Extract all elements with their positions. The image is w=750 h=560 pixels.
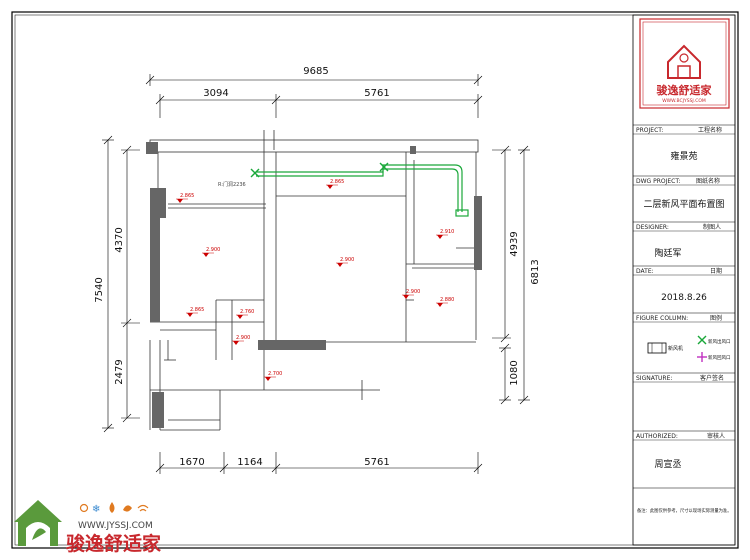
footer-brand: 骏逸舒适家: [66, 532, 162, 555]
logo-text: 骏逸舒适家: [657, 83, 713, 97]
figure-label-cn: 图例: [710, 314, 722, 322]
dim-bottom-3: 5761: [364, 457, 389, 468]
sheet-border: [11, 11, 739, 549]
climate-icons: ❄: [79, 502, 149, 515]
title-block: 骏逸舒适家 WWW.BCJYSSJ.COM PROJECT: 工程名称 雍景苑 …: [632, 14, 736, 546]
sun-icon: [79, 503, 89, 513]
svg-text:2.900: 2.900: [406, 289, 420, 295]
authorized-label: AUTHORIZED:: [636, 433, 678, 440]
level-marker: 2.865: [176, 193, 194, 203]
dwg-label: DWG PROJECT:: [636, 178, 680, 185]
legend-unit-label: 新风机: [668, 345, 683, 352]
snowflake-icon: ❄: [92, 504, 100, 515]
door-note: R:门洞2236: [218, 181, 246, 188]
supply-outlet-icon: [697, 335, 707, 345]
level-marker: 2.900: [402, 289, 420, 299]
legend: 新风机 新风出风口 新风回风口: [647, 335, 731, 362]
level-markers: 2.865 2.865 2.900 2.900 2.910 2.865 2.76…: [176, 179, 454, 381]
dim-top-right: 5761: [364, 88, 389, 99]
svg-text:2.910: 2.910: [440, 229, 454, 235]
date-value: 2018.8.26: [661, 293, 707, 303]
figure-label: FIGURE COLUMN:: [636, 315, 688, 322]
svg-text:2.865: 2.865: [330, 179, 344, 185]
signature-label: SIGNATURE:: [636, 375, 672, 382]
legend-supply-label: 新风出风口: [708, 338, 731, 345]
wifi-icon: [137, 504, 149, 512]
water-drop-icon: [109, 502, 115, 513]
footer-url: WWW.JYSSJ.COM: [78, 521, 153, 531]
fresh-air-unit-outlet: [455, 209, 469, 217]
level-marker: 2.880: [436, 297, 454, 307]
level-marker: 2.865: [326, 179, 344, 189]
svg-text:2.760: 2.760: [240, 309, 254, 315]
level-marker: 2.900: [202, 247, 220, 257]
supply-vent-icon: [379, 162, 389, 172]
supply-vent-icon: [250, 168, 260, 178]
house-leaf-icon: [14, 500, 62, 546]
dim-bottom-1: 1670: [179, 457, 204, 468]
fresh-air-duct: [250, 162, 469, 217]
dim-left-total: 7540: [94, 277, 105, 302]
legend-return-label: 新风回风口: [708, 354, 731, 361]
level-marker: 2.760: [236, 309, 254, 319]
plan-walls: [149, 130, 479, 431]
plan-columns: [146, 142, 482, 428]
wind-icon: [123, 505, 132, 512]
designer-value: 陶廷军: [654, 247, 681, 259]
signature-label-cn: 客户签名: [700, 374, 724, 382]
dim-top-left: 3094: [203, 88, 228, 99]
floor-plan: R:门洞2236 2.865 2.865 2.900 2.900 2.910 2…: [146, 130, 482, 431]
dim-top-total: 9685: [303, 66, 328, 77]
project-value: 雍景苑: [670, 150, 697, 162]
level-marker: 2.910: [436, 229, 454, 239]
dimension-labels: 9685 3094 5761 7540 4370 2479 4939 6813 …: [94, 66, 541, 468]
level-marker: 2.865: [186, 307, 204, 317]
dim-bottom-2: 1164: [237, 457, 262, 468]
dim-right-upper: 4939: [509, 231, 520, 256]
project-label: PROJECT:: [636, 127, 663, 134]
level-marker: 2.900: [336, 257, 354, 267]
company-logo: 骏逸舒适家 WWW.BCJYSSJ.COM: [639, 18, 730, 109]
svg-text:2.900: 2.900: [206, 247, 220, 253]
title-block-note: 备注：此图仅供参考，尺寸以现场实际测量为准。: [637, 507, 732, 514]
level-marker: 2.900: [232, 335, 250, 345]
date-label-cn: 日期: [710, 267, 722, 275]
svg-text:2.900: 2.900: [236, 335, 250, 341]
project-label-cn: 工程名称: [698, 126, 722, 134]
dwg-label-cn: 图纸名称: [696, 177, 720, 185]
dimension-lines: [102, 74, 530, 474]
authorized-value: 周宣丞: [654, 458, 681, 470]
logo-url: WWW.BCJYSSJ.COM: [662, 98, 706, 104]
level-marker: 2.700: [264, 371, 282, 381]
svg-text:2.880: 2.880: [440, 297, 454, 303]
dim-left-upper: 4370: [114, 227, 125, 252]
svg-text:2.865: 2.865: [190, 307, 204, 313]
svg-text:2.700: 2.700: [268, 371, 282, 377]
date-label: DATE:: [636, 268, 654, 275]
dim-right-lower: 1080: [509, 360, 520, 385]
dim-left-lower: 2479: [114, 359, 125, 384]
fresh-air-unit-icon: [647, 342, 667, 354]
svg-text:2.900: 2.900: [340, 257, 354, 263]
dim-right-total: 6813: [530, 259, 541, 284]
return-outlet-icon: [697, 352, 707, 362]
designer-label-cn: 制图人: [703, 223, 721, 231]
dwg-value: 二层新风平面布置图: [643, 198, 724, 210]
footer-logo: ❄ WWW.JYSSJ.COM 骏逸舒适家: [14, 500, 162, 555]
authorized-label-cn: 审核人: [707, 432, 725, 440]
svg-text:2.865: 2.865: [180, 193, 194, 199]
designer-label: DESIGNER:: [636, 224, 669, 231]
